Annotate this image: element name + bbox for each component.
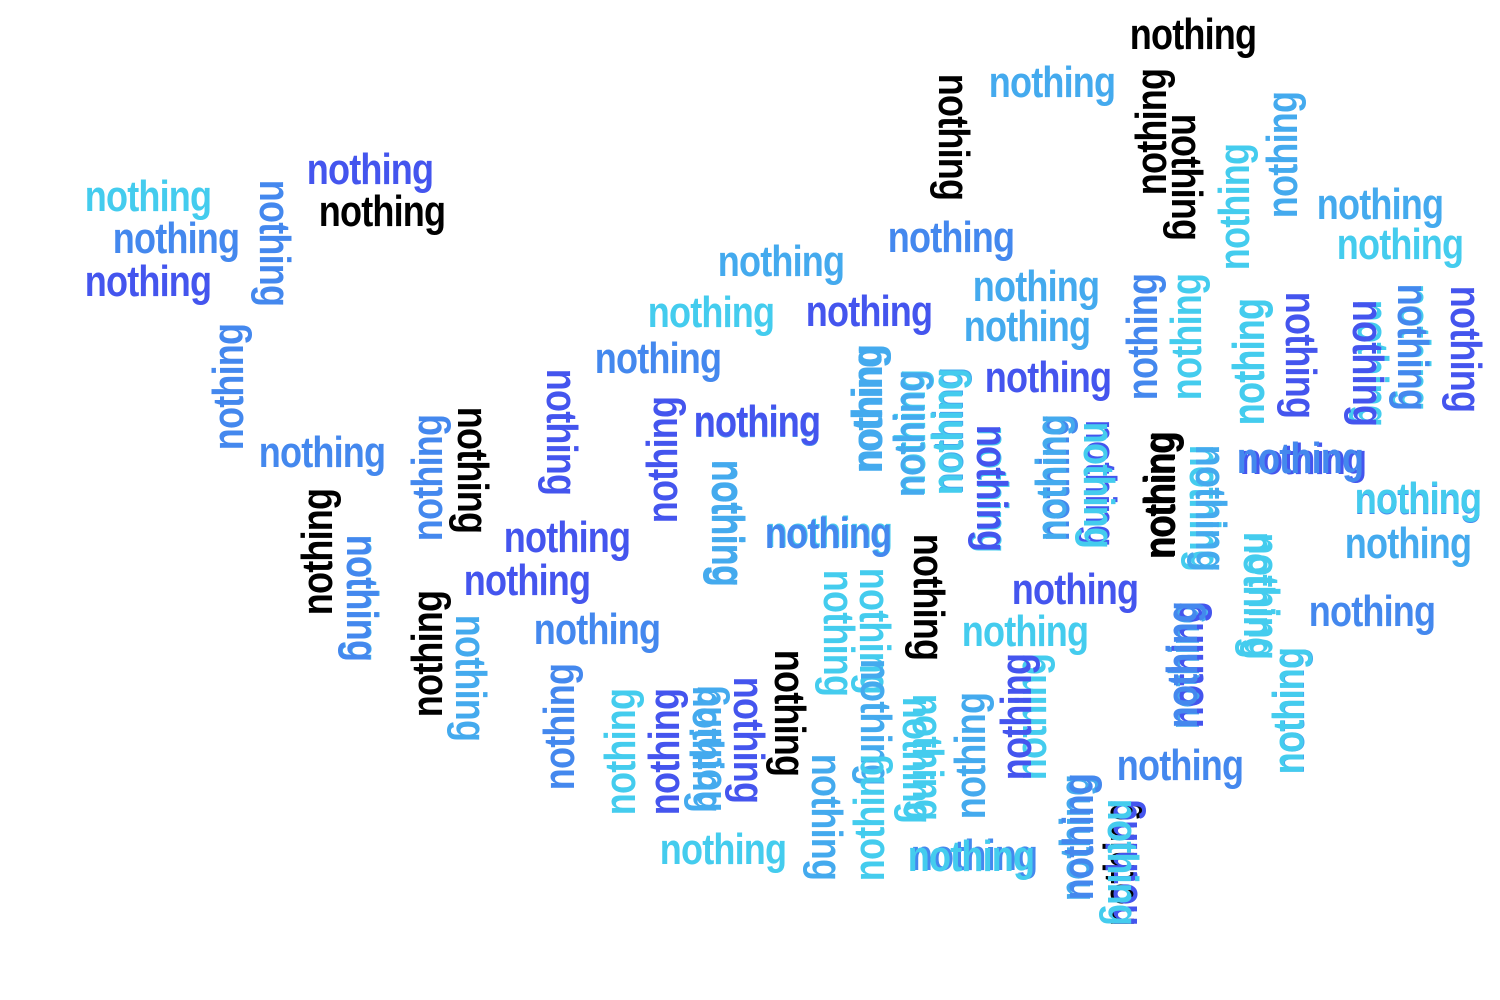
cloud-word: nothing xyxy=(765,508,893,557)
cloud-word: nothing xyxy=(1354,475,1482,524)
cloud-word: nothing xyxy=(1098,798,1147,926)
cloud-word: nothing xyxy=(537,368,586,496)
cloud-word: nothing xyxy=(1336,220,1464,269)
cloud-word: nothing xyxy=(318,187,446,236)
cloud-word: nothing xyxy=(967,424,1016,552)
cloud-word: nothing xyxy=(972,262,1100,311)
cloud-word: nothing xyxy=(845,754,894,882)
cloud-word: nothing xyxy=(503,513,631,562)
cloud-word: nothing xyxy=(903,693,952,821)
cloud-word: nothing xyxy=(306,145,434,194)
cloud-word: nothing xyxy=(724,676,773,804)
cloud-word: nothing xyxy=(961,607,1089,656)
cloud-word: nothing xyxy=(204,323,253,451)
cloud-word: nothing xyxy=(446,614,495,742)
cloud-word: nothing xyxy=(403,590,452,718)
cloud-word: nothing xyxy=(1210,143,1259,271)
cloud-word: nothing xyxy=(1158,601,1207,729)
cloud-word: nothing xyxy=(258,428,386,477)
cloud-word: nothing xyxy=(805,287,933,336)
cloud-word: nothing xyxy=(594,334,722,383)
cloud-word: nothing xyxy=(1264,647,1313,775)
cloud-word: nothing xyxy=(1118,273,1167,401)
cloud-word: nothing xyxy=(702,459,751,587)
cloud-word: nothing xyxy=(963,302,1091,351)
cloud-word: nothing xyxy=(1027,414,1076,542)
cloud-word: nothing xyxy=(1441,285,1490,413)
cloud-word: nothing xyxy=(984,353,1112,402)
cloud-word: nothing xyxy=(463,556,591,605)
cloud-word: nothing xyxy=(1316,180,1444,229)
cloud-word: nothing xyxy=(1239,532,1288,660)
cloud-word: nothing xyxy=(112,214,240,263)
cloud-word: nothing xyxy=(1129,10,1257,59)
cloud-word: nothing xyxy=(640,688,689,816)
cloud-word: nothing xyxy=(535,663,584,791)
cloud-word: nothing xyxy=(1186,444,1235,572)
cloud-word: nothing xyxy=(1239,435,1367,484)
cloud-word: nothing xyxy=(1011,565,1139,614)
cloud-word: nothing xyxy=(929,73,978,201)
cloud-word: nothing xyxy=(293,488,342,616)
cloud-word: nothing xyxy=(1116,741,1244,790)
cloud-word: nothing xyxy=(717,237,845,286)
cloud-word: nothing xyxy=(904,533,953,661)
cloud-word: nothing xyxy=(1162,273,1211,401)
cloud-word: nothing xyxy=(693,397,821,446)
cloud-word: nothing xyxy=(1343,299,1392,427)
cloud-word: nothing xyxy=(1276,291,1325,419)
cloud-word: nothing xyxy=(885,370,934,498)
cloud-word: nothing xyxy=(1236,434,1364,483)
cloud-word: nothing xyxy=(693,398,821,447)
cloud-word: nothing xyxy=(403,414,452,542)
cloud-word: nothing xyxy=(1225,298,1274,426)
cloud-word: nothing xyxy=(337,534,386,662)
cloud-word: nothing xyxy=(1344,519,1472,568)
cloud-word: nothing xyxy=(988,58,1116,107)
cloud-word: nothing xyxy=(764,509,892,558)
cloud-word: nothing xyxy=(1135,432,1184,560)
cloud-word: nothing xyxy=(1354,474,1482,523)
cloud-word: nothing xyxy=(843,344,892,472)
cloud-word: nothing xyxy=(638,396,687,524)
cloud-word: nothing xyxy=(596,688,645,816)
cloud-word: nothing xyxy=(84,172,212,221)
cloud-word: nothing xyxy=(1074,421,1123,549)
cloud-word: nothing xyxy=(1162,113,1211,241)
cloud-word: nothing xyxy=(1054,773,1103,901)
cloud-word: nothing xyxy=(887,213,1015,262)
cloud-word: nothing xyxy=(448,406,497,534)
cloud-word: nothing xyxy=(946,692,995,820)
cloud-word: nothing xyxy=(1388,283,1437,411)
cloud-word: nothing xyxy=(907,832,1035,881)
cloud-word: nothing xyxy=(802,753,851,881)
cloud-word: nothing xyxy=(682,685,731,813)
cloud-word: nothing xyxy=(992,653,1041,781)
cloud-word: nothing xyxy=(910,831,1038,880)
cloud-word: nothing xyxy=(659,825,787,874)
cloud-word: nothing xyxy=(647,288,775,337)
cloud-word: nothing xyxy=(250,179,299,307)
cloud-word: nothing xyxy=(533,605,661,654)
cloud-word: nothing xyxy=(1308,587,1436,636)
cloud-word: nothing xyxy=(84,257,212,306)
cloud-word: nothing xyxy=(1258,91,1307,219)
